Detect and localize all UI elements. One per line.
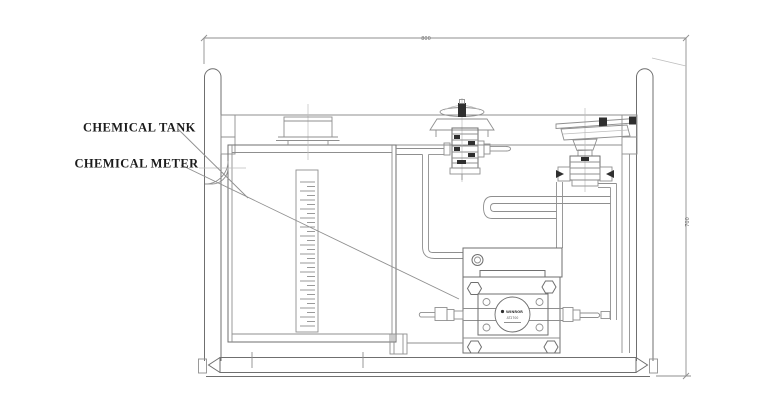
- discharge-pipe: [556, 182, 617, 320]
- metering-valve: [429, 98, 511, 182]
- frame-base: [198, 352, 658, 377]
- fill-elbow-pipe: [199, 160, 246, 185]
- dimension-right: 700: [651, 38, 691, 380]
- gate-valve-handle: [555, 116, 636, 129]
- metering-valve-handwheel: [439, 99, 485, 117]
- chemical-meter-pump: WINROR AT2700: [462, 276, 563, 354]
- chemical-tank-body: [227, 144, 397, 343]
- recirculation-loop-pipe: [483, 196, 611, 219]
- nameplate-badge: WINROR AT2700: [494, 296, 531, 333]
- pump-back-plate: [462, 247, 563, 278]
- nameplate-brand: WINROR: [506, 310, 523, 314]
- pump-shaft-left: [418, 307, 464, 321]
- gate-valve: [555, 108, 636, 192]
- suction-pipe: [396, 148, 463, 259]
- dimension-top: 800: [200, 34, 690, 64]
- dimension-width-label: 800: [421, 36, 431, 42]
- frame-right-post: [636, 68, 654, 361]
- drain-fitting: [389, 333, 463, 355]
- leader-line-meter: [180, 164, 460, 300]
- level-gauge: [295, 169, 319, 333]
- leader-line-tank: [177, 128, 249, 199]
- right-channel-column: [621, 154, 630, 353]
- nameplate-model: AT2700: [507, 316, 519, 320]
- pump-shaft-right: [562, 307, 611, 322]
- label-chemical-tank: CHEMICAL TANK: [83, 121, 196, 135]
- dimension-height-label: 700: [685, 217, 691, 227]
- filler-cap: [276, 104, 340, 160]
- brand-dot-icon: [500, 309, 505, 314]
- calibration-stub-pipe: [477, 140, 511, 158]
- frame-left-post: [204, 68, 222, 361]
- gate-valve-body: [556, 138, 614, 187]
- metering-valve-body: [449, 127, 481, 180]
- label-chemical-meter: CHEMICAL METER: [75, 157, 200, 171]
- frame-top-rail: [220, 114, 638, 155]
